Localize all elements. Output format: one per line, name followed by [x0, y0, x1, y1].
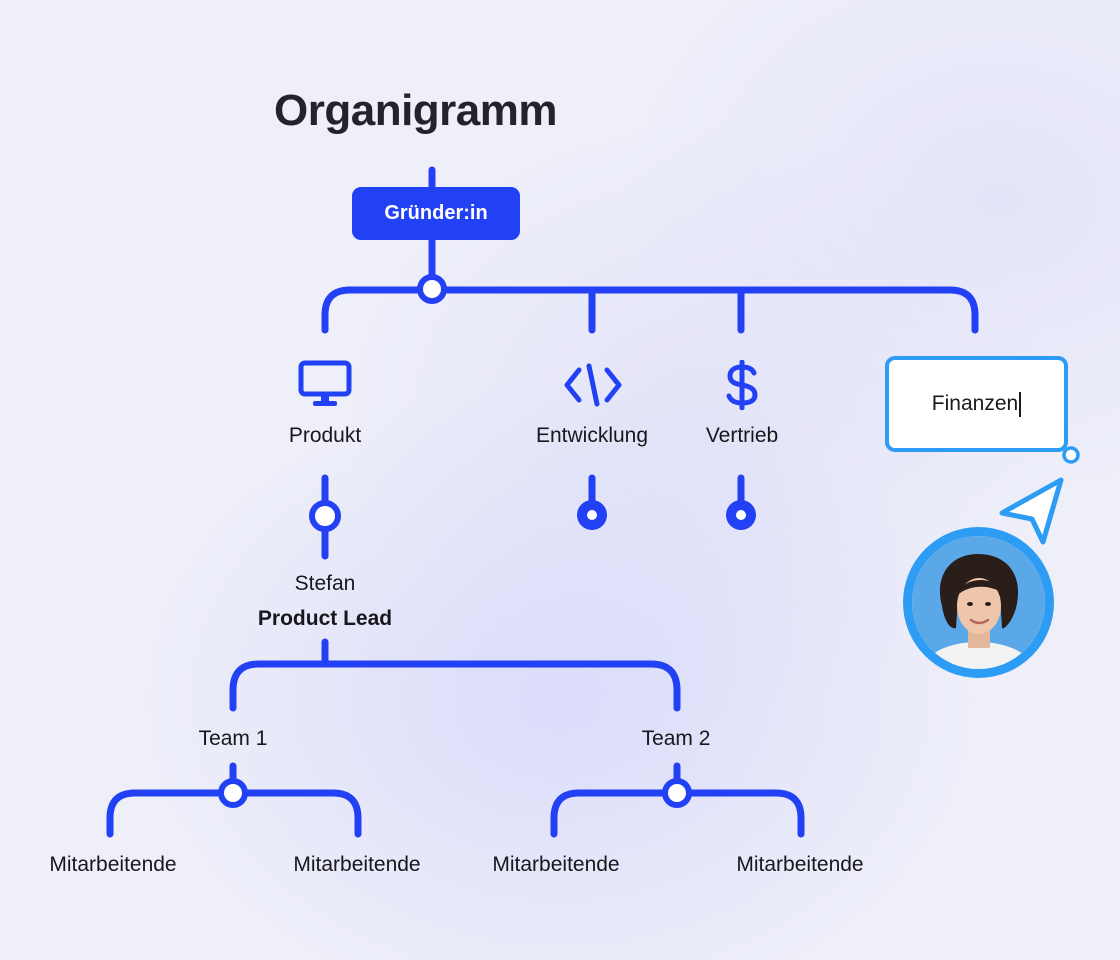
- node-root: [417, 274, 447, 304]
- department-label-entwicklung: Entwicklung: [535, 424, 649, 447]
- team-label-1: Team 1: [198, 727, 268, 750]
- lead-name: Stefan: [294, 572, 356, 595]
- node-team1: [218, 778, 248, 808]
- resize-handle[interactable]: [1060, 444, 1082, 466]
- finanzen-input-box[interactable]: Finanzen: [885, 356, 1068, 452]
- code-icon: [564, 363, 622, 407]
- member-label: Mitarbeitende: [736, 853, 864, 876]
- root-node-label: Gründer:in: [384, 202, 488, 224]
- cursor-pointer-icon: [999, 477, 1064, 545]
- member-label: Mitarbeitende: [293, 853, 421, 876]
- department-label-vertrieb: Vertrieb: [705, 424, 779, 447]
- node-team2: [662, 778, 692, 808]
- member-label: Mitarbeitende: [49, 853, 177, 876]
- diagram-title: Organigramm: [274, 86, 558, 135]
- monitor-icon: [298, 360, 352, 406]
- root-node-box[interactable]: Gründer:in: [352, 187, 520, 240]
- finanzen-input-text: Finanzen: [931, 392, 1019, 415]
- connector-main-bracket: [321, 286, 979, 334]
- person-avatar-icon: [912, 536, 1045, 669]
- avatar: [903, 527, 1054, 678]
- department-label-produkt: Produkt: [288, 424, 362, 447]
- node-produkt: [309, 500, 341, 532]
- lead-role: Product Lead: [257, 607, 393, 630]
- team-label-2: Team 2: [641, 727, 711, 750]
- dollar-icon: [726, 360, 758, 410]
- text-cursor: [1019, 391, 1022, 417]
- connector-teams-bracket: [229, 660, 681, 712]
- member-label: Mitarbeitende: [492, 853, 620, 876]
